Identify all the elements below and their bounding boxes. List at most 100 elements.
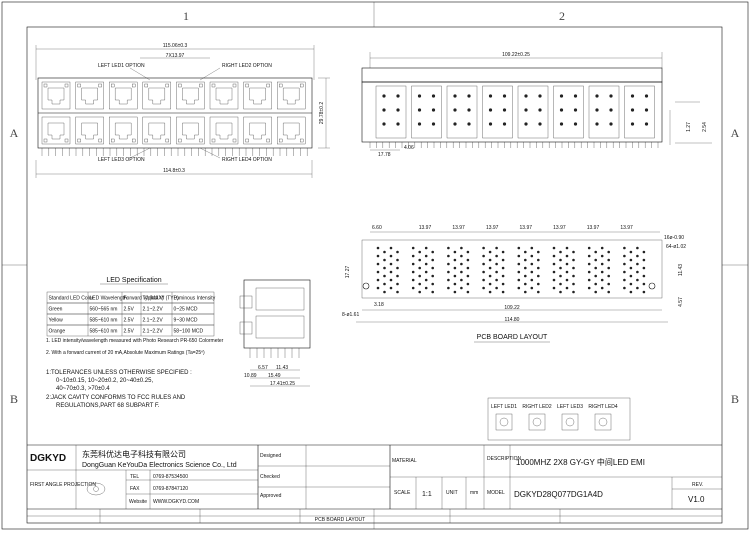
pcb-hole xyxy=(376,278,380,282)
front-led4-label: RIGHT LED4 OPTION xyxy=(222,157,272,163)
pcb-hole xyxy=(424,270,428,274)
title-block: DGKYD 东莞科优达电子科技有限公司 DongGuan KeYouDa Ele… xyxy=(27,444,722,523)
pcb-hole xyxy=(501,290,505,294)
led-window xyxy=(199,83,203,88)
pcb-hole xyxy=(629,250,633,254)
rj45-cavity xyxy=(81,122,98,140)
side-view: 109.22±0.25 4.06 17.78 1.27 2.54 xyxy=(361,52,712,158)
legend-led-symbol xyxy=(598,417,608,427)
contact-dot xyxy=(396,94,400,98)
material-label: MATERIAL xyxy=(392,458,417,464)
pcb-hole xyxy=(537,258,540,262)
pcb-hole xyxy=(396,274,399,278)
contact-dot xyxy=(524,94,528,98)
pcb-hole xyxy=(460,262,463,266)
approved-label: Approved xyxy=(260,493,282,499)
tel-value: 0769-87534500 xyxy=(153,474,188,480)
led-window xyxy=(279,138,283,143)
description-value: 1000MHZ 2X8 GY-GY 中间LED EMI xyxy=(516,457,645,467)
footer-label: PCB BOARD LAYOUT xyxy=(315,517,365,523)
pcb-hole xyxy=(447,262,450,266)
legend-label: LEFT LED3 xyxy=(557,404,583,410)
legend-led-box xyxy=(561,413,579,431)
unit-value: mm xyxy=(470,490,478,496)
pcb-hole xyxy=(466,258,470,262)
led-window xyxy=(64,83,69,88)
rj45-cavity xyxy=(115,87,132,105)
module-outline xyxy=(588,85,620,139)
designed-label: Designed xyxy=(260,453,281,459)
pcb-hole xyxy=(376,286,380,290)
pcb-hole xyxy=(572,290,575,294)
tel-label: TEL xyxy=(130,474,139,480)
pcb-hole xyxy=(517,270,521,274)
pcb-hole xyxy=(572,274,575,278)
contact-dot xyxy=(488,94,493,98)
pcb-hole xyxy=(431,266,435,270)
contact-dot xyxy=(524,122,528,126)
pcb-hole xyxy=(517,262,521,266)
pcb-hole xyxy=(565,246,569,250)
pcb-holes-b: 64-ø1.02 xyxy=(666,244,686,250)
contact-dot xyxy=(502,108,507,112)
contact-dot xyxy=(502,122,507,126)
pcb-hole xyxy=(466,290,470,294)
contact-dot xyxy=(609,94,613,98)
pcb-hole xyxy=(447,246,450,250)
front-led2-label: RIGHT LED2 OPTION xyxy=(222,63,272,69)
legend-led-symbol xyxy=(499,417,509,427)
pcb-hole xyxy=(383,258,386,262)
led-window xyxy=(165,138,169,143)
pcb-hole xyxy=(629,290,633,294)
front-led3-label: LEFT LED3 OPTION xyxy=(98,157,145,163)
side-dim-254: 2.54 xyxy=(702,122,708,132)
pcb-hole xyxy=(642,258,646,262)
pcb-hole xyxy=(488,250,492,254)
contact-dot xyxy=(559,94,564,98)
led-window xyxy=(199,138,203,143)
tol-line-4: 2:JACK CAVITY CONFORMS TO FCC RULES AND xyxy=(46,395,186,401)
pcb-hole xyxy=(517,286,521,290)
contact-dot xyxy=(488,122,493,126)
pcb-hole xyxy=(396,250,399,254)
grid-row-b-right: B xyxy=(731,392,739,406)
contact-dot xyxy=(382,122,386,126)
pcb-hole xyxy=(559,282,562,286)
led-window xyxy=(98,83,102,88)
pcb-hole xyxy=(517,278,521,282)
pcb-hole xyxy=(607,258,610,262)
pcb-hole xyxy=(453,258,457,262)
pcb-hole xyxy=(418,290,422,294)
pcb-hole xyxy=(594,282,597,286)
module-outline xyxy=(446,85,478,139)
pcb-hole xyxy=(524,250,527,254)
pcb-dim-457: 4.57 xyxy=(678,297,684,307)
led-window xyxy=(178,138,182,143)
pcb-hole xyxy=(411,286,415,290)
pcb-hole xyxy=(460,270,463,274)
contact-dot xyxy=(453,108,457,112)
pcb-hole xyxy=(524,282,527,286)
pcb-hole xyxy=(530,270,534,274)
pcb-pitch-label: 13.97 xyxy=(520,225,533,231)
pcb-hole xyxy=(383,250,386,254)
pcb-hole xyxy=(389,270,393,274)
front-base-width: 114.8±0.3 xyxy=(163,168,185,174)
pcb-hole xyxy=(453,290,457,294)
fax-label: FAX xyxy=(130,486,140,492)
led-window xyxy=(300,138,304,143)
pcb-dim-1143: 11.43 xyxy=(678,264,684,276)
contact-dot xyxy=(609,108,613,112)
pcb-hole xyxy=(642,282,646,286)
fax-value: 0769-87847120 xyxy=(153,486,188,492)
table-cell: 560~565 nm xyxy=(90,307,118,313)
pcb-hole xyxy=(594,274,597,278)
pcb-dim-318: 3.18 xyxy=(374,302,384,308)
led-window xyxy=(64,138,69,143)
pcb-hole xyxy=(389,246,393,250)
pcb-hole xyxy=(488,266,492,270)
pcb-hole xyxy=(537,274,540,278)
pcb-hole xyxy=(495,254,498,258)
